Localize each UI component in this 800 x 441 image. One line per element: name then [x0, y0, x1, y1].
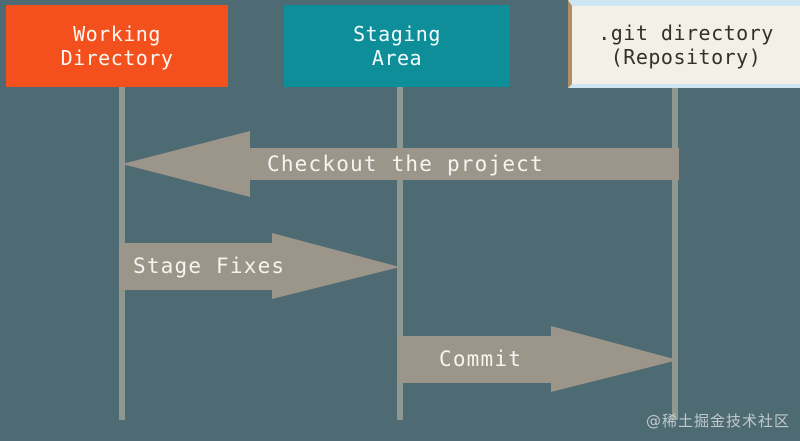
node-git-directory-line2: (Repository)	[610, 45, 762, 69]
lifeline-git-directory	[672, 88, 678, 420]
lifeline-staging-area	[397, 87, 403, 420]
node-staging-area-line2: Area	[371, 46, 423, 70]
arrow-commit-shape	[397, 326, 678, 392]
arrow-stage-fixes: Stage Fixes	[119, 233, 403, 301]
arrow-stage-fixes-label: Stage Fixes	[133, 254, 286, 278]
arrow-checkout-shape	[122, 131, 679, 197]
watermark: @稀土掘金技术社区	[645, 412, 790, 430]
arrow-checkout-label: Checkout the project	[267, 152, 544, 176]
node-git-directory[interactable]: .git directory (Repository)	[568, 0, 800, 88]
arrow-commit: Commit	[397, 326, 681, 394]
node-working-directory-line1: Working	[73, 21, 161, 46]
node-staging-area[interactable]: Staging Area	[284, 5, 510, 87]
node-git-directory-line1: .git directory	[598, 20, 774, 45]
arrow-checkout: Checkout the project	[119, 129, 679, 199]
arrow-stage-fixes-shape	[119, 233, 400, 299]
node-working-directory-line2: Directory	[60, 46, 174, 70]
node-working-directory[interactable]: Working Directory	[6, 5, 228, 87]
node-staging-area-line1: Staging	[353, 21, 441, 46]
arrow-commit-label: Commit	[439, 347, 523, 371]
